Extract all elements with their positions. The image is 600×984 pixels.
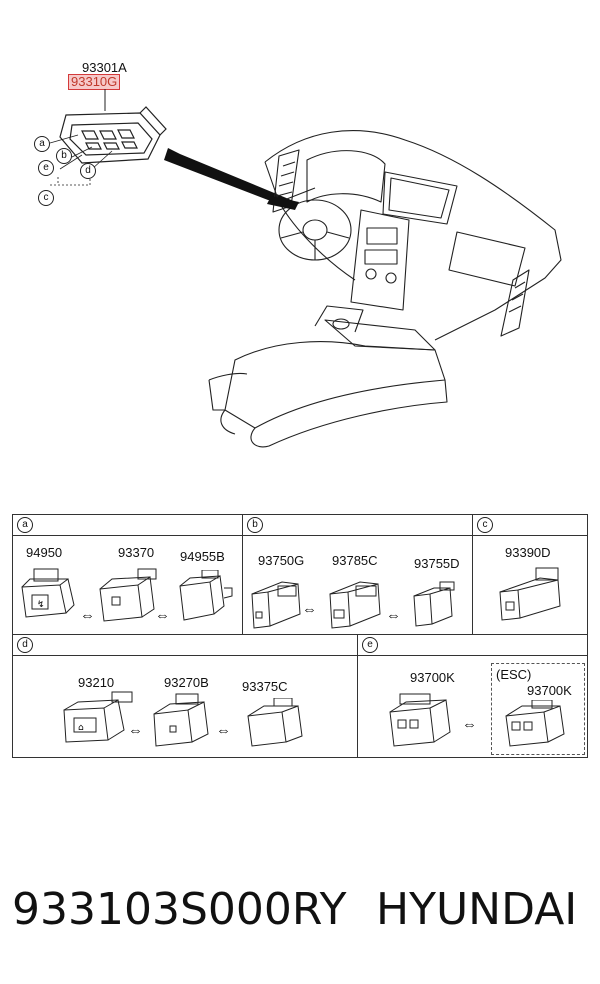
switch-93270b-drawing <box>153 693 209 747</box>
dashboard-drawing <box>208 130 562 448</box>
part-label: 94955B <box>180 549 225 564</box>
interchange-arrow-icon: ⇔ <box>155 607 170 624</box>
svg-text:⌂: ⌂ <box>78 723 84 733</box>
switch-93700k-drawing <box>389 693 451 747</box>
interchange-arrow-icon: ⇔ <box>462 716 477 733</box>
section-d-header <box>13 635 357 656</box>
switch-93700k-esc-drawing <box>505 700 565 747</box>
section-e: e <box>357 634 588 758</box>
switch-93375c-drawing <box>247 698 303 747</box>
interchange-arrow-icon: ⇔ <box>302 601 317 618</box>
interchange-arrow-icon: ⇔ <box>386 607 401 624</box>
part-label: 93700K <box>527 683 572 698</box>
section-b-header <box>243 515 472 536</box>
callout-c: c <box>38 190 54 206</box>
section-a-badge: a <box>17 517 33 533</box>
section-d: d <box>12 634 358 758</box>
callout-a: a <box>34 136 50 152</box>
switch-93210-drawing: ⌂ <box>63 691 133 743</box>
switch-93750g-drawing <box>251 581 301 629</box>
interchange-arrow-icon: ⇔ <box>216 722 231 739</box>
esc-note: (ESC) <box>496 667 532 682</box>
switch-94950-drawing: ↯ <box>21 568 75 618</box>
svg-text:↯: ↯ <box>37 600 45 610</box>
part-label: 93755D <box>414 556 460 571</box>
pointer-arrow <box>164 148 296 202</box>
part-label-highlighted: 93310G <box>68 74 121 90</box>
part-label: 93370 <box>118 545 155 560</box>
section-a-header <box>13 515 242 536</box>
interchange-arrow-icon: ⇔ <box>128 722 143 739</box>
switch-panel-drawing <box>49 89 167 186</box>
part-label: 93700K <box>410 670 455 685</box>
section-c-badge: c <box>477 517 493 533</box>
section-b-badge: b <box>247 517 263 533</box>
switch-93390d-drawing <box>499 567 561 621</box>
switch-93755d-drawing <box>413 581 455 627</box>
footer-part-number: 933103S000RY <box>12 884 347 935</box>
section-d-badge: d <box>17 637 33 653</box>
callout-b: b <box>56 148 72 164</box>
interchange-arrow-icon: ⇔ <box>80 607 95 624</box>
part-label: 93210 <box>78 675 115 690</box>
part-label: 93375C <box>242 679 288 694</box>
section-e-header <box>358 635 587 656</box>
section-e-badge: e <box>362 637 378 653</box>
switch-93370-drawing <box>99 568 157 622</box>
callout-d: d <box>80 163 96 179</box>
switch-93785c-drawing <box>329 581 381 629</box>
callout-e: e <box>38 160 54 176</box>
part-label: 93785C <box>332 553 378 568</box>
part-label: 93750G <box>258 553 305 568</box>
part-label-main: 93301A <box>82 60 127 75</box>
part-label: 93270B <box>164 675 209 690</box>
part-label: 94950 <box>26 545 63 560</box>
footer-brand: HYUNDAI <box>376 884 578 935</box>
section-c-header <box>473 515 587 536</box>
esc-variant-box <box>491 663 585 755</box>
part-label: 93390D <box>505 545 551 560</box>
switch-94955b-drawing <box>179 570 233 621</box>
